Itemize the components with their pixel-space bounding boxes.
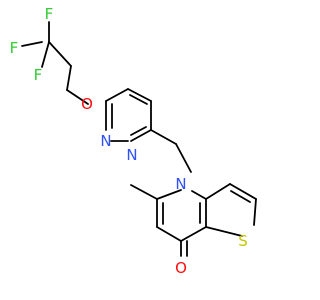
bonds [21, 21, 257, 257]
bond-c3-n2-double [130, 126, 147, 136]
bond-c3-c2 [229, 183, 257, 200]
atom-labels: F F F O N N N S O [10, 5, 248, 277]
bond-c2-s1 [253, 198, 257, 226]
bond-c3a-n4 [191, 190, 207, 200]
bond-c5-c4-double [129, 94, 148, 105]
bond-o-c6 [66, 89, 89, 105]
bond-c7-c7a [180, 226, 207, 242]
atom-nitrogen-pyridazine-2: N [126, 146, 137, 164]
bond-c6-c7 [156, 226, 182, 242]
atom-oxygen-ether: O [81, 95, 93, 113]
atom-fluorine-3: F [34, 66, 43, 84]
bond-ch2-o [66, 65, 72, 91]
bond-s1-c7a [205, 226, 243, 237]
atom-fluorine-2: F [10, 39, 19, 57]
canvas-background [0, 0, 300, 300]
bond-c3-ch2 [150, 129, 177, 145]
molecule-structure: F F F O N N N S O [0, 0, 300, 300]
atom-nitrogen-pyridazine-1: N [100, 132, 111, 150]
bond-c5-methyl [130, 184, 158, 200]
atom-nitrogen-ring: N [175, 175, 186, 193]
bond-f3-c [41, 41, 50, 68]
bond-f2-c [21, 41, 43, 47]
bond-c5-c4 [127, 88, 152, 102]
bond-ch2-n4 [175, 143, 192, 173]
bond-c3-c2-double [230, 190, 251, 203]
atom-fluorine-1: F [45, 5, 54, 23]
bond-c3a-c3 [205, 183, 231, 200]
bond-n4-c5 [156, 189, 182, 200]
bond-c3-n2 [130, 129, 152, 142]
bond-c6-c5 [105, 88, 129, 102]
bond-cf3-ch2 [48, 41, 72, 67]
atom-sulfur-thiophene: S [238, 232, 248, 250]
atom-oxygen-carbonyl: O [175, 259, 187, 277]
